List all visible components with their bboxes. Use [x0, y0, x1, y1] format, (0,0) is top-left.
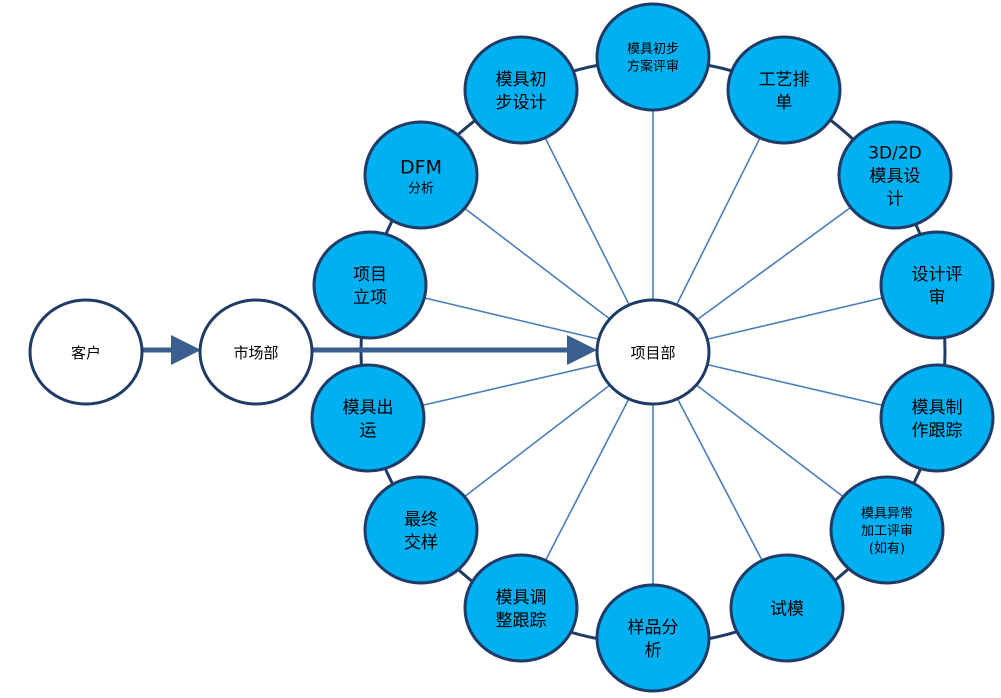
node-label-line: 析	[645, 641, 662, 661]
node-label-line: 模具异常	[861, 506, 913, 521]
node-project-dept: 项目部	[595, 298, 711, 406]
node-label-line: 加工评审	[861, 524, 913, 539]
node-label-line: 最终	[404, 510, 438, 530]
node-label-line: 试模	[770, 599, 804, 619]
node-label-line: 模具制	[912, 398, 963, 418]
ring-node: 试模	[729, 553, 845, 663]
node-label-line: 模具初	[496, 70, 547, 90]
node-label-line: 项目	[353, 265, 387, 285]
node-label-line: 立项	[353, 288, 387, 308]
node-label-line: 模具设	[870, 166, 921, 186]
node-label: 市场部	[233, 344, 278, 362]
node-label-line: 交样	[404, 533, 438, 553]
node-label-line: 计	[887, 189, 904, 209]
node-label-line: 3D/2D	[868, 143, 922, 163]
node-label-line: 整跟踪	[496, 611, 547, 631]
node-label-line: 步设计	[496, 93, 547, 113]
node-label-line: 运	[360, 421, 377, 441]
node-label-line: 工艺排	[759, 70, 810, 90]
node-label-line: (如有)	[869, 540, 905, 556]
node-label-line: 模具初步	[627, 42, 679, 57]
node-label-line: 模具调	[496, 588, 547, 608]
node-label: 客户	[71, 344, 101, 362]
node-label-line: DFM	[400, 156, 442, 178]
node-label-line: 样品分	[628, 618, 679, 638]
node-customer: 客户	[28, 298, 144, 406]
node-label-line: 审	[929, 288, 946, 308]
node-label-line: 分析	[408, 182, 434, 197]
node-label-line: 模具出	[343, 398, 394, 418]
node-marketing: 市场部	[198, 298, 314, 406]
node-label-line: 设计评	[912, 265, 963, 285]
node-label-line: 作跟踪	[912, 421, 963, 441]
node-label: 项目部	[630, 344, 675, 362]
node-label-line: 方案评审	[627, 59, 679, 75]
node-label-line: 单	[776, 93, 793, 113]
ring-nodes: 模具初步方案评审工艺排单3D/2D模具设计设计评审模具制作跟踪模具异常加工评审(…	[310, 2, 995, 693]
ring-node: DFM 分析	[363, 120, 479, 230]
